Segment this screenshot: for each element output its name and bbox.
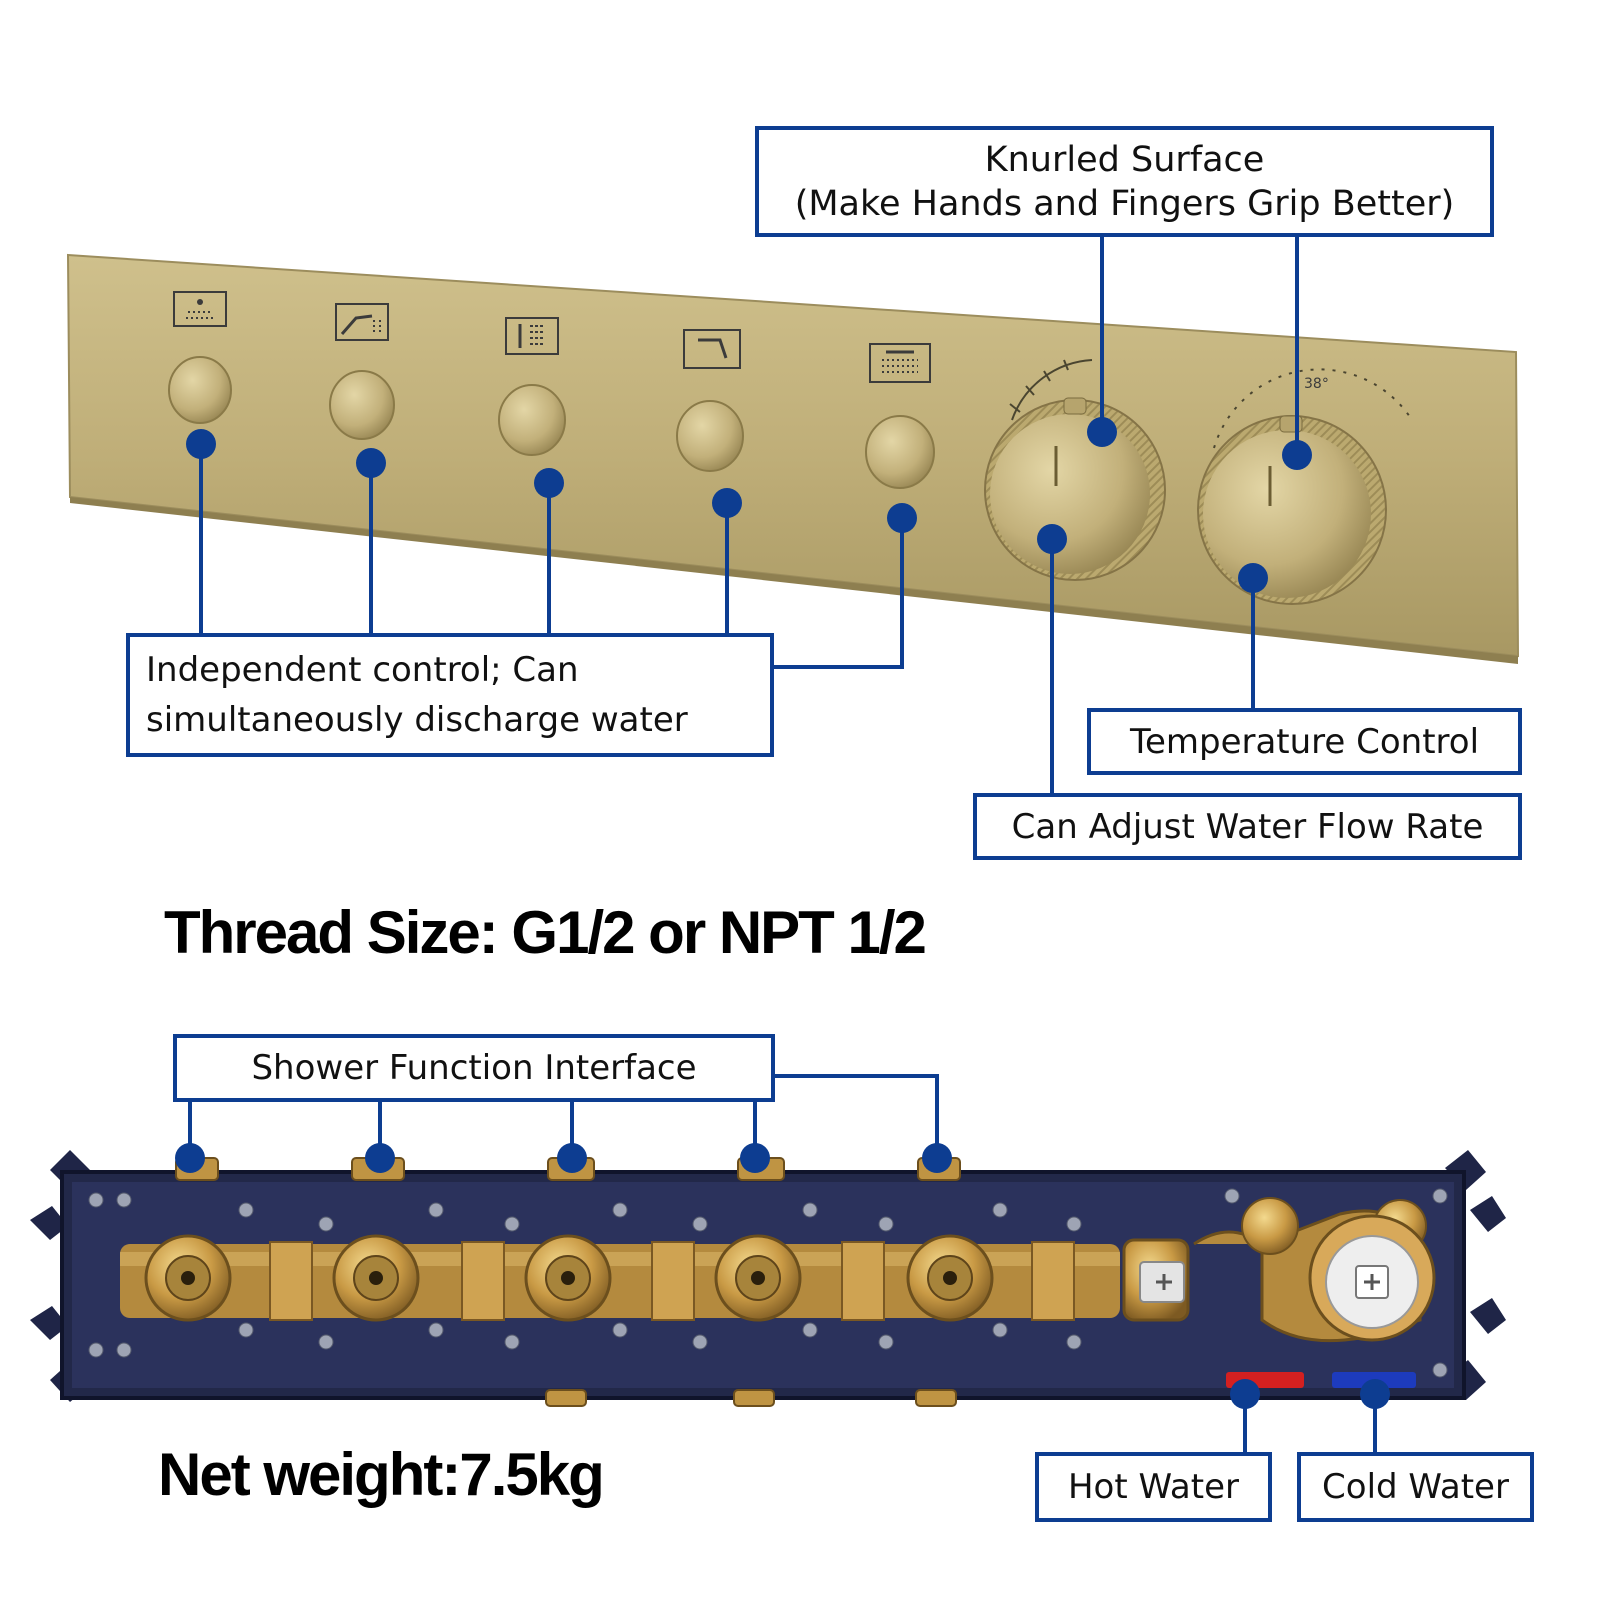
flow-rate-callout: Can Adjust Water Flow Rate	[973, 793, 1522, 860]
diverter-cartridge-4	[714, 1234, 802, 1322]
net-weight-spec: Net weight:7.5kg	[158, 1441, 605, 1508]
independent-control-callout: Independent control; Can simultaneously …	[126, 633, 774, 757]
cold-water-callout: Cold Water	[1297, 1452, 1534, 1522]
rain-shower-icon	[869, 343, 931, 383]
diverter-cartridge-5	[906, 1234, 994, 1322]
hot-callout-text: Hot Water	[1067, 1467, 1239, 1507]
thread-size-spec: Thread Size: G1/2 or NPT 1/2	[164, 899, 927, 966]
knurled-callout-line1: Knurled Surface	[984, 139, 1265, 180]
callout-dots	[175, 417, 1390, 1409]
diverter-cartridge-1	[144, 1234, 232, 1322]
push-button-2[interactable]	[329, 370, 395, 440]
handshower-icon	[173, 291, 227, 327]
spout-icon	[683, 329, 741, 369]
diverter-cartridge-3	[524, 1234, 612, 1322]
faceplate	[66, 253, 1520, 664]
knurled-surface-callout: Knurled Surface (Make Hands and Fingers …	[755, 126, 1494, 237]
shower-arm-icon	[335, 303, 389, 341]
knurled-callout-line2: (Make Hands and Fingers Grip Better)	[794, 183, 1455, 224]
diverter-cartridge-2	[332, 1234, 420, 1322]
flow-handle[interactable]	[984, 397, 1166, 581]
flow-dial-scale	[1009, 359, 1093, 421]
independent-callout-line1: Independent control; Can	[146, 650, 579, 690]
cold-callout-text: Cold Water	[1322, 1467, 1509, 1507]
shower-interface-callout: Shower Function Interface	[173, 1034, 775, 1102]
hot-water-callout: Hot Water	[1035, 1452, 1272, 1522]
temperature-callout-text: Temperature Control	[1129, 721, 1480, 762]
thermostatic-body	[1193, 1197, 1436, 1343]
temperature-control-callout: Temperature Control	[1087, 708, 1522, 775]
valve-box	[30, 1150, 1506, 1407]
temperature-dial-scale: 38°	[1213, 368, 1413, 449]
push-button-5[interactable]	[865, 415, 935, 489]
independent-callout-line2: simultaneously discharge water	[146, 700, 688, 740]
push-button-4[interactable]	[676, 400, 744, 472]
temperature-handle[interactable]	[1197, 415, 1387, 605]
temperature-mark: 38°	[1304, 376, 1329, 392]
interface-callout-text: Shower Function Interface	[251, 1048, 697, 1088]
push-button-3[interactable]	[498, 384, 566, 456]
flow-callout-text: Can Adjust Water Flow Rate	[1011, 806, 1484, 847]
flow-valve-cartridge	[1122, 1238, 1190, 1322]
push-button-1[interactable]	[168, 356, 232, 424]
body-jet-icon	[505, 317, 559, 355]
